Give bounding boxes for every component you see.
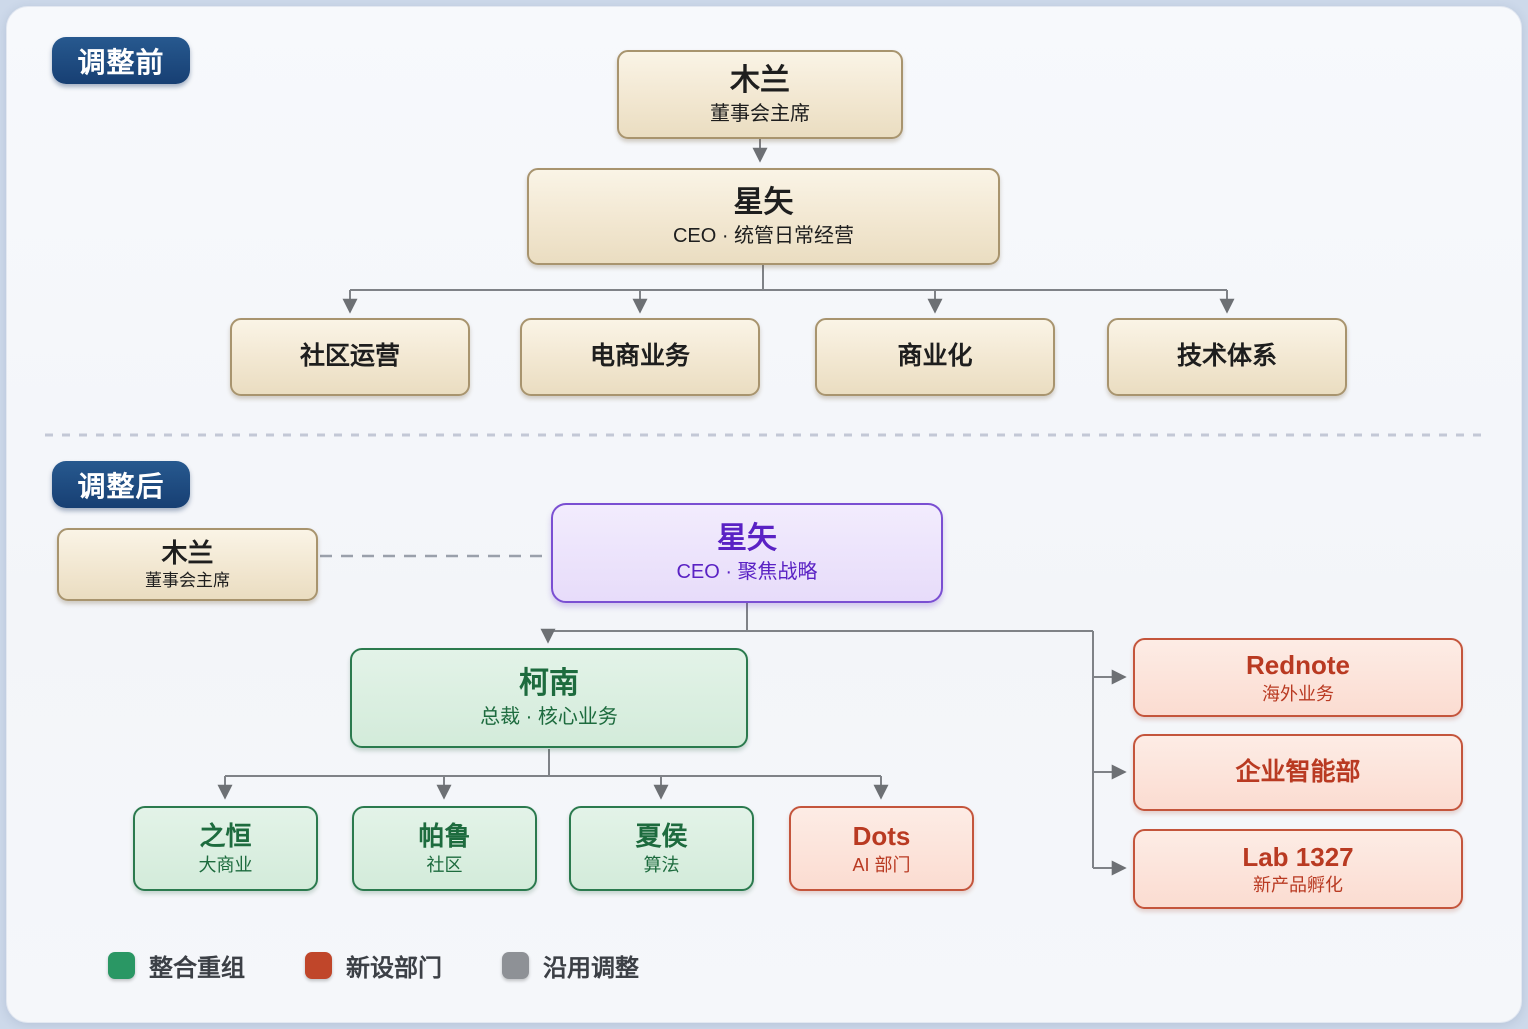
node-dept-commercialization: 商业化: [815, 318, 1055, 396]
node-title: 帕鲁: [418, 821, 471, 852]
node-subtitle: CEO · 统管日常经营: [672, 224, 855, 247]
node-unit-big-commerce: 之恒 大商业: [133, 806, 318, 891]
node-unit-lab-1327: Lab 1327 新产品孵化: [1133, 829, 1463, 909]
legend-swatch-gray: [502, 952, 529, 979]
node-unit-algorithm: 夏侯 算法: [569, 806, 754, 891]
legend-label: 整合重组: [149, 955, 245, 982]
legend: 整合重组 新设部门 沿用调整: [108, 948, 639, 983]
legend-swatch-green: [108, 952, 135, 979]
node-chairman-before: 木兰 董事会主席: [617, 50, 903, 139]
legend-label: 新设部门: [346, 955, 442, 982]
node-president: 柯南 总裁 · 核心业务: [350, 648, 748, 748]
node-title: 木兰: [730, 63, 790, 97]
legend-swatch-red: [305, 952, 332, 979]
section-badge-before: 调整前: [52, 37, 190, 84]
node-title: 之恒: [199, 821, 252, 852]
section-badge-after: 调整后: [52, 461, 190, 508]
node-subtitle: 董事会主席: [710, 102, 810, 125]
node-subtitle: 社区: [426, 854, 463, 875]
node-unit-community: 帕鲁 社区: [352, 806, 537, 891]
node-subtitle: AI 部门: [852, 854, 911, 875]
node-unit-dots-ai: Dots AI 部门: [789, 806, 974, 891]
node-title: Rednote: [1246, 650, 1350, 681]
node-title: 星矢: [733, 185, 794, 219]
legend-item-new-dept: 新设部门: [305, 948, 442, 983]
node-subtitle: 董事会主席: [145, 570, 230, 590]
node-title: 柯南: [519, 667, 579, 700]
section-badge-before-label: 调整前: [77, 46, 165, 78]
node-title: Dots: [852, 821, 911, 852]
node-ceo-after: 星矢 CEO · 聚焦战略: [551, 503, 943, 603]
node-label: 商业化: [897, 342, 973, 371]
node-title: 夏侯: [635, 821, 688, 852]
node-subtitle: CEO · 聚焦战略: [676, 561, 818, 584]
node-unit-enterprise-intelligence: 企业智能部: [1133, 734, 1463, 811]
node-title: Lab 1327: [1242, 841, 1354, 872]
legend-label: 沿用调整: [543, 955, 639, 982]
node-dept-ecommerce: 电商业务: [520, 318, 760, 396]
node-subtitle: 大商业: [198, 854, 253, 875]
node-dept-technology: 技术体系: [1107, 318, 1347, 396]
node-label: 企业智能部: [1235, 757, 1361, 786]
node-title: 星矢: [717, 522, 777, 555]
node-label: 技术体系: [1176, 342, 1277, 371]
legend-item-carryover: 沿用调整: [502, 948, 639, 983]
node-subtitle: 新产品孵化: [1253, 875, 1343, 896]
node-ceo-before: 星矢 CEO · 统管日常经营: [527, 168, 1000, 265]
node-dept-community-ops: 社区运营: [230, 318, 470, 396]
node-label: 电商业务: [589, 342, 690, 371]
node-subtitle: 总裁 · 核心业务: [480, 706, 618, 729]
node-subtitle: 海外业务: [1262, 683, 1334, 704]
section-badge-after-label: 调整后: [77, 470, 165, 502]
node-title: 木兰: [161, 538, 214, 569]
node-label: 社区运营: [299, 342, 400, 371]
legend-item-reorg: 整合重组: [108, 948, 245, 983]
node-chairman-after: 木兰 董事会主席: [57, 528, 318, 601]
node-subtitle: 算法: [643, 854, 680, 875]
node-unit-rednote: Rednote 海外业务: [1133, 638, 1463, 717]
